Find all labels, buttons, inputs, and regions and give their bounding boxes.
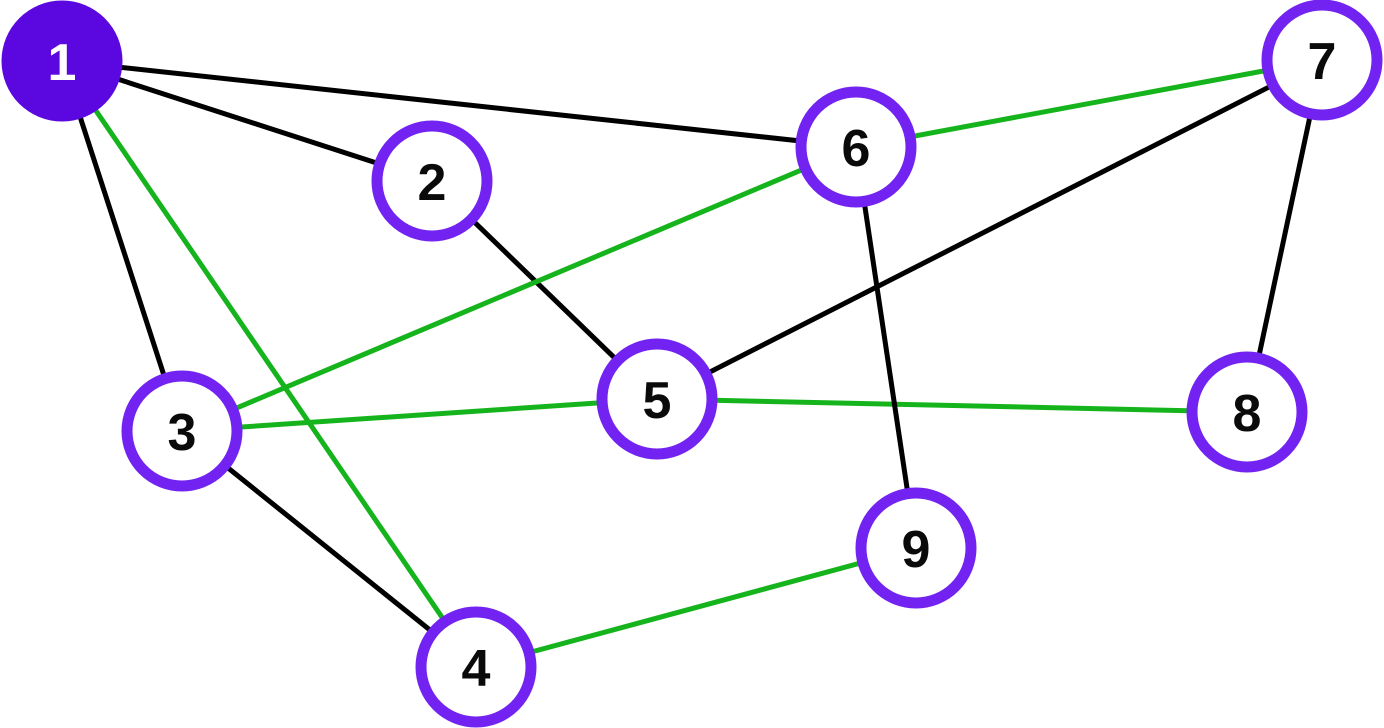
edge-1-2 — [59, 58, 435, 184]
node-circle[interactable] — [1, 0, 123, 122]
node-1-selected[interactable]: 1 — [1, 0, 123, 122]
node-6[interactable]: 6 — [795, 86, 917, 208]
node-4[interactable]: 4 — [415, 606, 537, 728]
node-circle[interactable] — [596, 338, 718, 460]
node-8[interactable]: 8 — [1186, 351, 1308, 473]
edge-1-6 — [59, 58, 859, 150]
edge-6-7-highlighted — [853, 57, 1325, 150]
node-circle[interactable] — [855, 487, 977, 609]
edge-5-7 — [654, 57, 1325, 402]
edge-6-9 — [853, 144, 919, 551]
node-5[interactable]: 5 — [596, 338, 718, 460]
node-circle[interactable] — [371, 120, 493, 242]
edge-3-4 — [179, 428, 479, 670]
node-circle[interactable] — [121, 370, 243, 492]
edge-3-6-highlighted — [179, 144, 859, 434]
edge-1-4-highlighted — [59, 58, 479, 670]
node-circle[interactable] — [1186, 351, 1308, 473]
edge-1-3 — [59, 58, 185, 434]
edge-3-5-highlighted — [179, 396, 660, 434]
node-7[interactable]: 7 — [1261, 0, 1383, 121]
edge-4-9-highlighted — [473, 545, 919, 670]
node-circle[interactable] — [795, 86, 917, 208]
node-2[interactable]: 2 — [371, 120, 493, 242]
node-circle[interactable] — [1261, 0, 1383, 121]
edge-5-8-highlighted — [654, 396, 1250, 415]
node-circle[interactable] — [415, 606, 537, 728]
node-3[interactable]: 3 — [121, 370, 243, 492]
node-9[interactable]: 9 — [855, 487, 977, 609]
